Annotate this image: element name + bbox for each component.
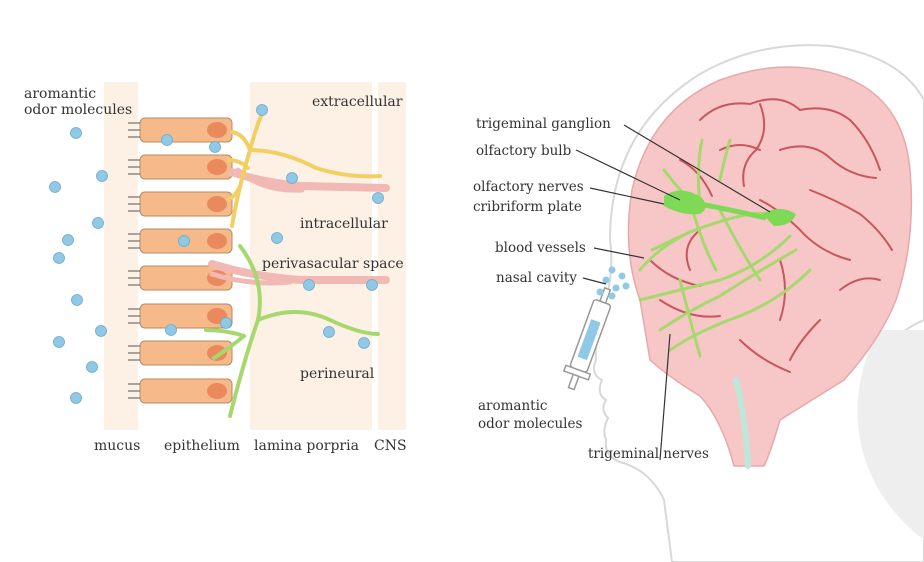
odor-molecule [97,171,108,182]
odor-molecule [87,362,98,373]
nucleus [207,196,227,212]
odor-molecule [609,267,616,274]
cns-column-label: CNS [374,438,407,454]
right-panel: trigeminal ganglion olfactory bulb olfac… [473,45,924,562]
epithelial-cell [128,341,232,365]
odor-molecule [71,128,82,139]
odor-molecule [50,182,61,193]
epithelial-cell [128,155,232,179]
odor-molecule [373,193,384,204]
mucus-column-label: mucus [94,438,140,454]
odor-molecule [221,318,232,329]
aromatic-label-line2: odor molecules [24,102,132,118]
odor-molecule [96,326,107,337]
odor-molecule [619,273,626,280]
epithelial-cell [128,379,232,403]
odor-molecule [623,283,630,290]
odor-molecule [257,105,268,116]
lamina-column-label: lamina porpria [254,438,359,454]
olfactory-nerves-label: olfactory nerves [473,179,584,195]
odor-molecule [93,218,104,229]
epithelial-cell [128,266,232,290]
nucleus [207,383,227,399]
blood-vessels-label: blood vessels [495,240,586,256]
aromatic-right-label-line2: odor molecules [478,416,582,432]
odor-molecule [54,253,65,264]
intracellular-label: intracellular [300,216,388,232]
nucleus [207,122,227,138]
odor-molecule [63,235,74,246]
epithelial-cell [128,118,232,142]
perineural-label: perineural [300,366,375,382]
odor-molecule [162,135,173,146]
odor-molecule [179,236,190,247]
odor-molecule [367,280,378,291]
nucleus [207,233,227,249]
epithelial-cell [128,192,232,216]
aromatic-right-label-line1: aromantic [478,398,547,414]
odor-molecule [272,233,283,244]
odor-molecule [609,293,616,300]
odor-molecule [72,295,83,306]
odor-molecule [359,338,370,349]
odor-molecule [597,289,604,296]
nasal-cavity-label: nasal cavity [496,270,577,286]
trigeminal-nerves-label: trigeminal nerves [588,446,709,462]
odor-molecule [324,327,335,338]
mucus-column [104,82,138,430]
odor-molecule [54,337,65,348]
epithelial-cell [128,304,232,328]
odor-molecule [210,142,221,153]
odor-molecule [71,393,82,404]
olfactory-bulb-label: olfactory bulb [476,143,571,159]
trigeminal-ganglion-label: trigeminal ganglion [476,116,611,132]
extracellular-label: extracellular [312,94,403,110]
odor-molecule [166,325,177,336]
odor-molecule [287,173,298,184]
odor-molecule [603,277,610,284]
cribriform-plate-label: cribriform plate [473,199,582,215]
nucleus [207,159,227,175]
perivascular-label: perivasacular space [262,256,404,272]
epithelium-cells [128,118,232,403]
odor-molecule [613,285,620,292]
odor-molecule [304,280,315,291]
left-panel: aromantic odor molecules extracellular i… [24,82,407,454]
epithelium-column-label: epithelium [164,438,240,454]
aromatic-label-line1: aromantic [24,86,96,102]
